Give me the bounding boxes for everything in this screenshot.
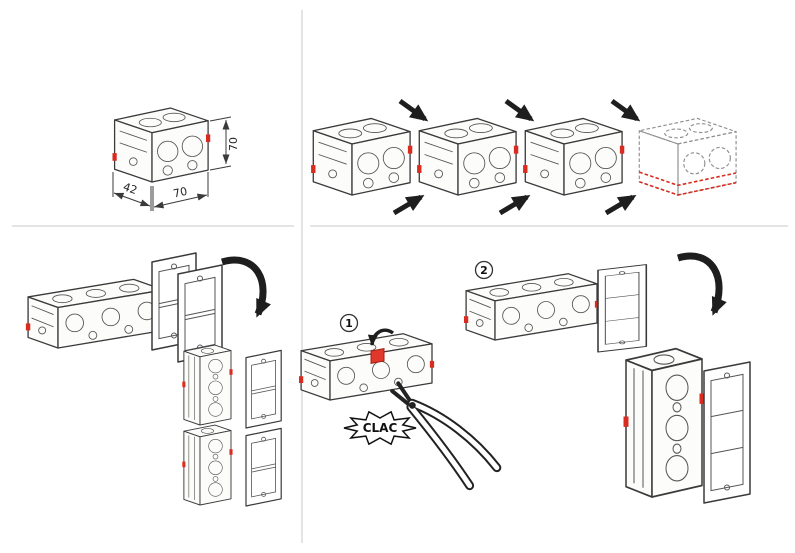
ghost-red-edge [639,181,737,196]
dimension-depth: 42 [112,172,152,211]
cut-box-figure [298,333,435,401]
join-arrow-2-bottom [498,194,531,216]
dimension-width: 70 [152,172,209,211]
step-2-number: 2 [480,264,488,277]
join-arrow-1-top [398,98,429,122]
box-figure-1 [310,117,413,196]
multi-box-figure [25,278,167,349]
box-figure-3 [522,117,625,196]
mount-frame-figure [597,263,648,353]
stacked-frame-top [245,349,282,429]
join-arrow-2-top [504,98,535,122]
stacked-box-bottom [181,424,234,506]
flush-box-figure [111,107,211,183]
width-dimension-label: 70 [172,185,188,201]
mounted-frame-figure [703,361,751,504]
height-dimension-label: 70 [227,137,240,151]
ghost-red-line [639,171,737,187]
panel-cut-and-mount: 1 CLAC 2 [298,252,751,504]
rotate-arrow [221,256,271,318]
stacked-frame-bottom [245,427,282,507]
box-figure-ghost [638,117,737,196]
depth-dimension-label: 42 [121,180,138,197]
clac-label: CLAC [363,421,398,435]
step-1-number: 1 [345,317,353,330]
mounted-box-figure [622,347,706,498]
tab-remove-arrow [367,328,395,346]
panel-stack-assembly [25,252,282,507]
join-arrow-1-bottom [392,194,425,216]
knockout-tab-highlight [370,347,385,365]
panel-joining-sequence [310,98,737,216]
step-2-badge: 2 [474,260,494,280]
rotate-arrow-2 [677,252,727,316]
stacked-box-top [181,344,234,426]
box-figure-2 [416,117,519,196]
pliers-icon [390,381,502,491]
clac-burst: CLAC [343,410,417,446]
mount-box-figure [463,273,600,341]
join-arrow-3-top [610,98,641,122]
step-1-badge: 1 [339,313,359,333]
dimension-height: 70 [209,116,240,171]
join-arrow-3-bottom [604,194,637,216]
panel-box-dimensions: 70 42 70 [111,107,240,211]
